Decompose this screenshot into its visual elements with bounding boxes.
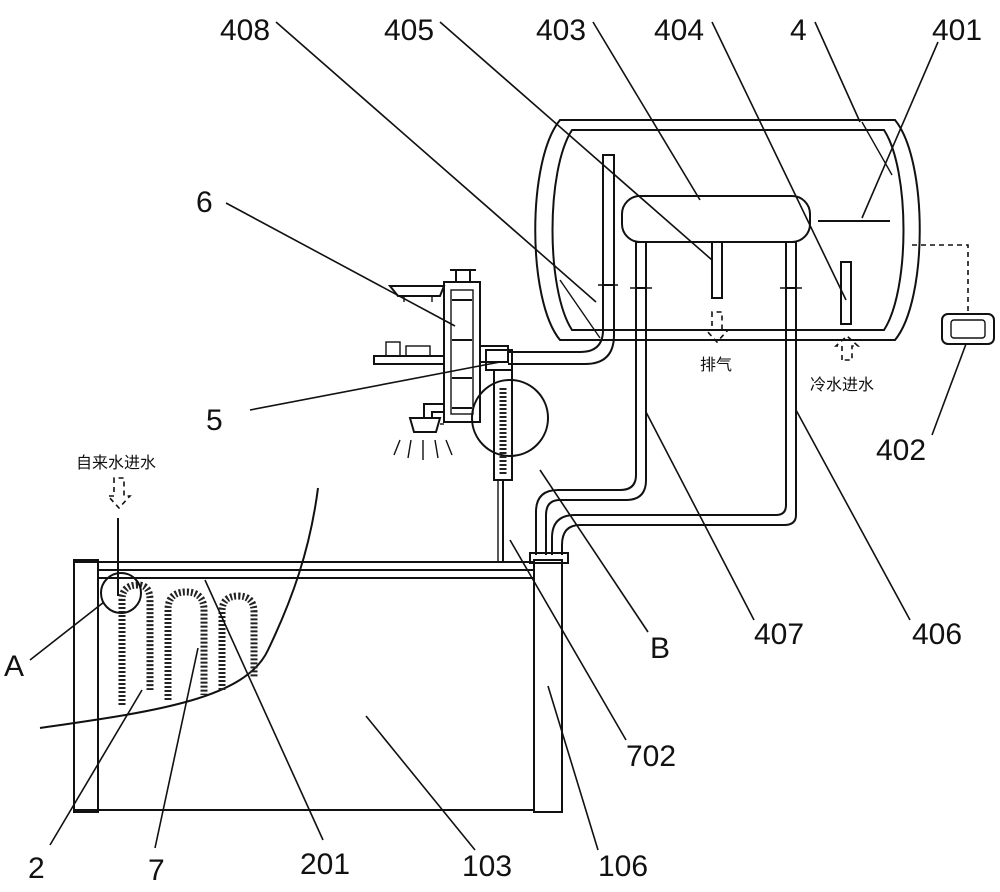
filter-assembly	[471, 369, 549, 562]
bathtub-103	[73, 559, 563, 813]
label-B: B	[650, 632, 670, 665]
pipe-406	[551, 288, 797, 555]
heating-coil-7	[118, 581, 258, 705]
exhaust-label: 排气	[700, 355, 732, 374]
label-5: 5	[206, 404, 223, 437]
tap-water-arrow	[106, 477, 132, 510]
label-406: 406	[912, 618, 962, 651]
label-408: 408	[220, 14, 270, 47]
detail-circle-a	[100, 572, 142, 614]
controller-402	[912, 244, 995, 345]
label-7: 7	[148, 854, 165, 887]
label-702: 702	[626, 740, 676, 773]
label-405: 405	[384, 14, 434, 47]
label-6: 6	[196, 186, 213, 219]
pipe-408	[508, 285, 615, 365]
exhaust-arrow	[704, 311, 730, 344]
pipe-coupling	[529, 552, 569, 564]
label-4: 4	[790, 14, 807, 47]
label-201: 201	[300, 848, 350, 881]
water-heater-tank	[534, 119, 921, 341]
label-401: 401	[932, 14, 982, 47]
label-103: 103	[462, 850, 512, 883]
label-402: 402	[876, 434, 926, 467]
reference-labels: 408 405 403 404 4 401 6 5 402 A B 407 40…	[4, 14, 982, 887]
cutaway-arc	[39, 487, 319, 729]
inner-tank-403	[621, 195, 811, 243]
tap-water-inlet-label: 自来水进水	[76, 453, 156, 472]
label-407: 407	[754, 618, 804, 651]
cold-water-inlet-label: 冷水进水	[810, 375, 874, 394]
pipe-407	[535, 288, 647, 555]
label-403: 403	[536, 14, 586, 47]
label-A: A	[4, 650, 24, 683]
label-106: 106	[598, 850, 648, 883]
leader-lines	[29, 21, 967, 851]
label-404: 404	[654, 14, 704, 47]
label-2: 2	[28, 852, 45, 885]
shower-mixer-6	[373, 269, 513, 460]
cold-water-arrow	[833, 334, 861, 361]
